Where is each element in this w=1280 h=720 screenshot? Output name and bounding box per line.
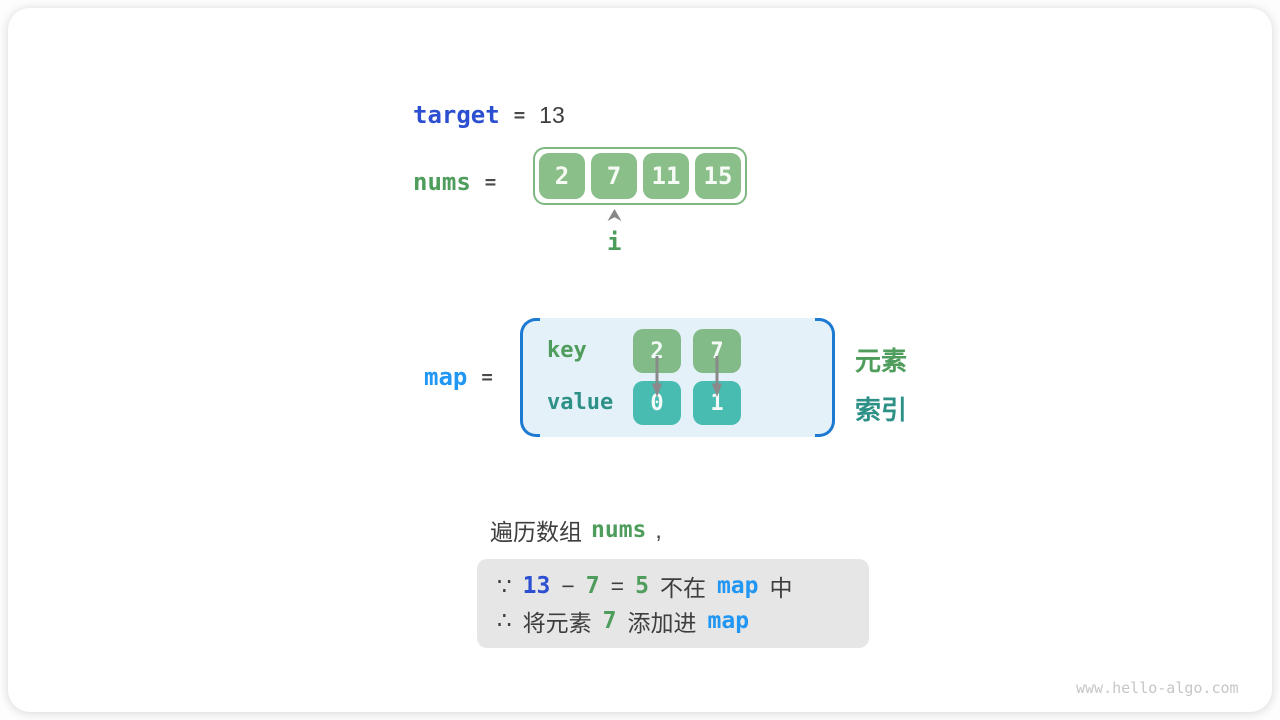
nums-array: 2 7 11 15 bbox=[533, 147, 747, 205]
diagram-card: target = 13 nums = 2 7 11 15 i map = key… bbox=[8, 8, 1272, 712]
note-box: ∵ 13 − 7 = 5 不在 map 中 ∴ 将元素 7 添加进 map bbox=[477, 559, 869, 648]
target-line: target = 13 bbox=[413, 101, 565, 129]
map-keyword: map bbox=[424, 363, 468, 391]
target-value: 13 bbox=[539, 101, 565, 128]
caption-suffix: , bbox=[655, 516, 662, 543]
array-cell: 11 bbox=[643, 153, 689, 199]
note-token: 中 bbox=[769, 575, 793, 602]
equals-sign: = bbox=[481, 366, 493, 388]
element-label: 元素 bbox=[855, 346, 908, 376]
array-cell: 15 bbox=[695, 153, 741, 199]
note-token: ∵ bbox=[497, 572, 512, 599]
watermark: www.hello-algo.com bbox=[1076, 679, 1239, 697]
map-entry: 7 1 bbox=[693, 329, 741, 425]
note-token: 7 bbox=[602, 607, 617, 634]
map-entries: 2 0 7 1 bbox=[633, 329, 741, 425]
nums-line: nums = bbox=[413, 168, 510, 196]
note-token: 13 bbox=[522, 573, 551, 600]
map-key-label: key bbox=[547, 338, 587, 363]
note-line-2: ∴ 将元素 7 添加进 map bbox=[497, 604, 849, 639]
array-cell: 7 bbox=[591, 153, 637, 199]
note-token: = bbox=[610, 572, 625, 599]
map-value-label: value bbox=[547, 390, 614, 415]
note-token: ∴ bbox=[497, 607, 512, 634]
equals-sign: = bbox=[513, 104, 526, 126]
index-pointer-arrow-icon bbox=[607, 209, 622, 221]
note-token: map bbox=[707, 607, 750, 634]
map-entry: 2 0 bbox=[633, 329, 681, 425]
index-label: 索引 bbox=[855, 395, 908, 425]
caption-line: 遍历数组 nums , bbox=[490, 513, 662, 547]
key-to-value-arrow-icon bbox=[711, 356, 723, 397]
map-value-cell: 1 bbox=[693, 381, 741, 425]
note-token: − bbox=[561, 572, 575, 599]
map-container: key value 2 0 7 1 bbox=[520, 318, 835, 437]
note-token: 将元素 bbox=[522, 609, 592, 636]
note-token: 7 bbox=[585, 573, 600, 600]
array-cell: 2 bbox=[539, 153, 585, 199]
caption-prefix: 遍历数组 bbox=[490, 519, 582, 545]
key-to-value-arrow-icon bbox=[651, 356, 663, 397]
caption-nums-keyword: nums bbox=[591, 517, 647, 543]
note-token: 不在 bbox=[659, 575, 706, 602]
note-line-1: ∵ 13 − 7 = 5 不在 map 中 bbox=[497, 569, 849, 604]
target-keyword: target bbox=[413, 101, 500, 129]
map-line: map = bbox=[424, 363, 507, 391]
index-pointer-label: i bbox=[607, 228, 622, 256]
nums-keyword: nums bbox=[413, 168, 471, 196]
equals-sign: = bbox=[484, 171, 497, 193]
note-token: 添加进 bbox=[627, 609, 697, 636]
note-token: 5 bbox=[635, 573, 649, 600]
note-token: map bbox=[716, 573, 759, 600]
